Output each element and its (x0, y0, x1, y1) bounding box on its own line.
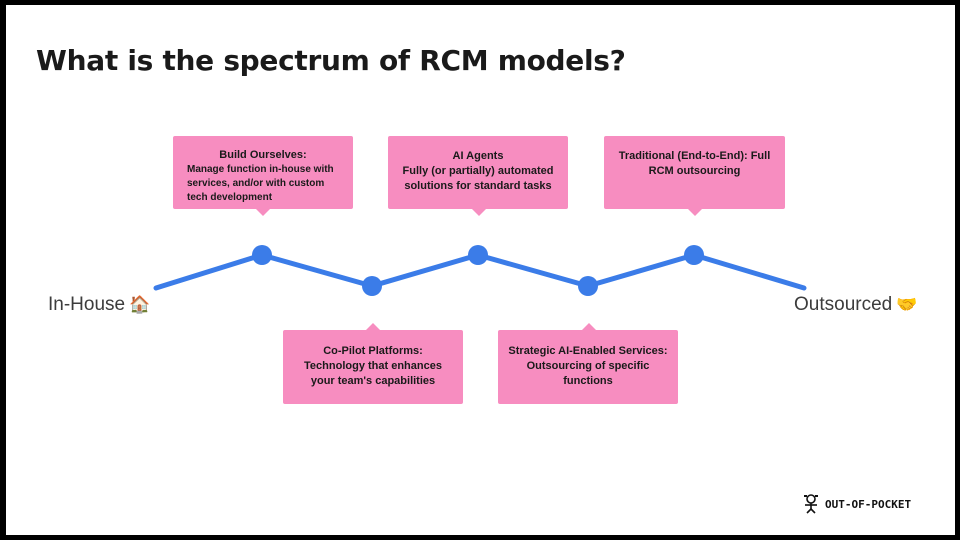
step-title: Traditional (End-to-End): Full RCM outso… (618, 150, 771, 177)
house-icon: 🏠 (129, 295, 151, 315)
outsourced-text: Outsourced (794, 294, 893, 315)
step-pointer (256, 209, 270, 216)
spectrum-node-2 (362, 276, 382, 296)
step-box-traditional: Traditional (End-to-End): Full RCM outso… (604, 136, 785, 209)
logo-text: OUT-OF-POCKET (825, 497, 912, 511)
spectrum-node-5 (684, 245, 704, 265)
step-pointer (366, 323, 380, 330)
step-title: Strategic AI-Enabled Services: (508, 345, 668, 357)
handshake-icon: 🤝 (896, 295, 918, 315)
logo-mascot-icon (804, 494, 818, 514)
step-pointer (472, 209, 486, 216)
in-house-label: In-House🏠 (48, 294, 150, 316)
in-house-text: In-House (48, 294, 126, 315)
step-body: Manage function in-house with services, … (187, 164, 334, 203)
step-pointer (582, 323, 596, 330)
step-title: AI Agents (452, 150, 504, 162)
step-title: Co-Pilot Platforms: (323, 345, 423, 357)
step-box-ai-agents: AI Agents Fully (or partially) automated… (388, 136, 568, 209)
brand-logo: OUT-OF-POCKET (801, 494, 911, 514)
step-body: Technology that enhances your team's cap… (304, 360, 442, 387)
spectrum-node-3 (468, 245, 488, 265)
step-title: Build Ourselves: (219, 149, 307, 161)
outsourced-label: Outsourced🤝 (794, 294, 917, 316)
spectrum-node-1 (252, 245, 272, 265)
spectrum-node-4 (578, 276, 598, 296)
step-body: Outsourcing of specific functions (526, 360, 650, 387)
step-body: Fully (or partially) automated solutions… (402, 165, 554, 192)
slide-title: What is the spectrum of RCM models? (36, 44, 626, 77)
slide (6, 5, 955, 535)
step-box-co-pilot-platforms: Co-Pilot Platforms: Technology that enha… (283, 330, 463, 404)
step-box-strategic-ai-services: Strategic AI-Enabled Services: Outsourci… (498, 330, 678, 404)
step-pointer (688, 209, 702, 216)
step-box-build-ourselves: Build Ourselves: Manage function in-hous… (173, 136, 353, 209)
